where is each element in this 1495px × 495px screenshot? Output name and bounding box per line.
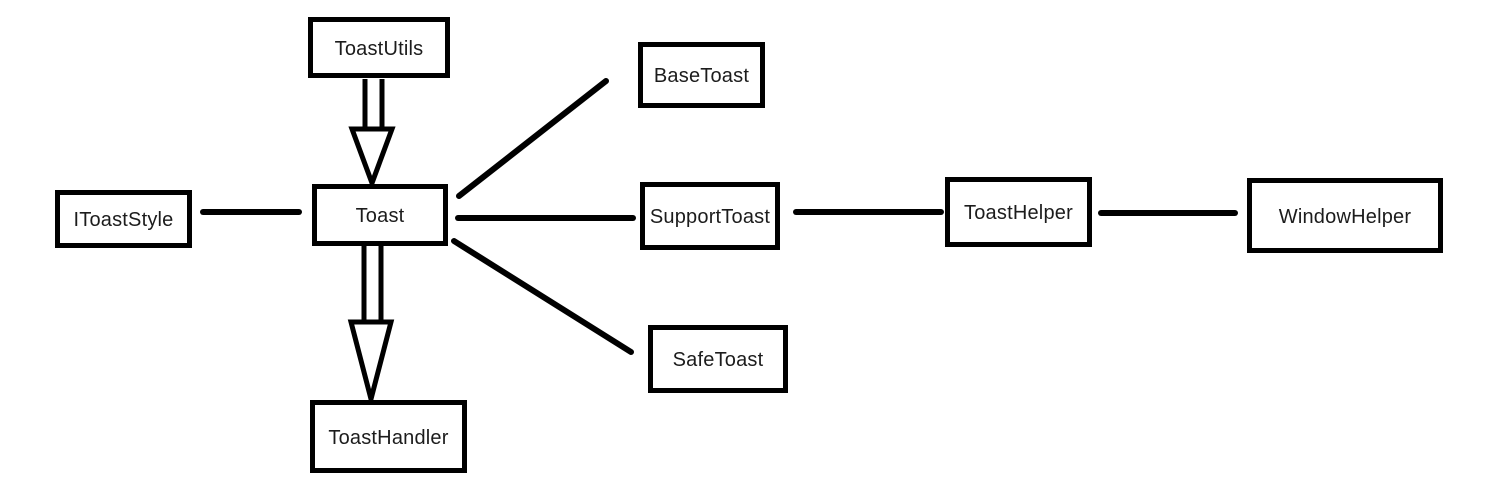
node-safetoast: SafeToast bbox=[648, 325, 788, 393]
hollow-arrowhead-icon bbox=[347, 319, 395, 409]
node-basetoast: BaseToast bbox=[638, 42, 765, 108]
edge-toast-safetoast bbox=[451, 238, 634, 355]
node-windowhelper-label: WindowHelper bbox=[1278, 205, 1412, 228]
node-toast-label: Toast bbox=[355, 205, 405, 227]
edge-toast-basetoast bbox=[456, 78, 609, 199]
node-windowhelper: WindowHelper bbox=[1247, 178, 1443, 253]
node-toastutils: ToastUtils bbox=[308, 17, 450, 78]
node-itoaststyle: IToastStyle bbox=[55, 190, 192, 248]
node-itoaststyle-label: IToastStyle bbox=[73, 209, 174, 231]
node-toasthandler-label: ToastHandler bbox=[328, 426, 449, 449]
arrow-toastutils-toast bbox=[348, 79, 396, 191]
node-toasthelper-label: ToastHelper bbox=[964, 202, 1073, 224]
node-toastutils-label: ToastUtils bbox=[334, 37, 424, 60]
hollow-arrowhead-icon bbox=[348, 126, 396, 191]
node-toast: Toast bbox=[312, 184, 448, 246]
node-basetoast-label: BaseToast bbox=[653, 65, 750, 87]
node-safetoast-label: SafeToast bbox=[672, 349, 764, 371]
arrow-toast-toasthandler bbox=[347, 246, 395, 409]
node-supporttoast: SupportToast bbox=[640, 182, 780, 250]
node-toasthelper: ToastHelper bbox=[945, 177, 1092, 247]
node-supporttoast-label: SupportToast bbox=[649, 206, 771, 228]
node-toasthandler: ToastHandler bbox=[310, 400, 467, 473]
